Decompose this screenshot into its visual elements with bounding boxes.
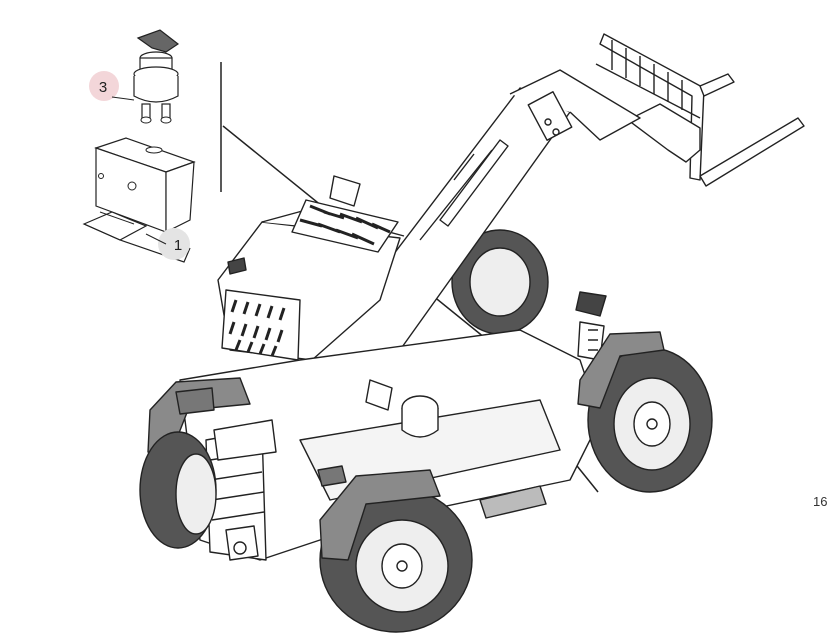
- callout-1-label: 1: [174, 237, 182, 254]
- fork-carriage: [595, 33, 805, 187]
- callout-1-highlight: [158, 228, 190, 260]
- page-number: 16: [813, 494, 828, 509]
- switch-handle: [136, 29, 180, 53]
- part-3-battery-switch: 3: [89, 29, 180, 124]
- callout-3-highlight: [89, 71, 119, 101]
- front-right-wheel: [587, 347, 713, 493]
- front-left-fender: [319, 469, 441, 561]
- operator-cab: [217, 175, 405, 361]
- telehandler-machine: [139, 33, 805, 633]
- callout-3-leader: [111, 96, 135, 101]
- callout-1-leader: [145, 233, 167, 245]
- rear-right-wheel: [451, 229, 549, 335]
- rear-left-wheel: [139, 431, 217, 549]
- front-right-fender: [577, 331, 665, 409]
- callout-3-label: 3: [99, 79, 107, 96]
- part-1-mounting-bracket: 1: [82, 137, 196, 263]
